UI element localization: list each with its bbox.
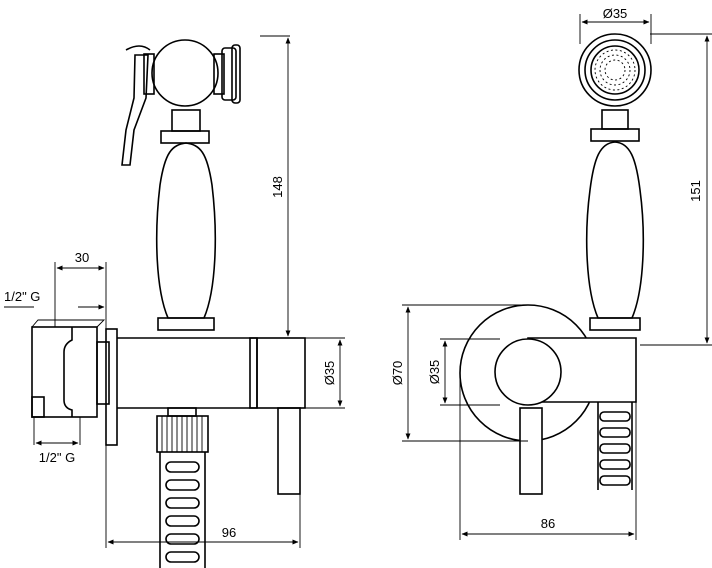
front-view: Ø35 151 Ø70 Ø35 86 [390,6,712,540]
dim-front-height: 151 [688,180,703,202]
hose-nut [156,407,209,453]
front-hand-shower [578,33,652,331]
front-lever [519,407,543,495]
front-center-cap [494,338,562,406]
side-view: 148 30 1/2" G 1/2" G Ø35 96 [4,35,345,568]
dim-side-depth: 30 [75,250,89,265]
hand-shower [121,39,241,331]
dim-front-plate-dia: Ø70 [390,361,405,386]
dim-front-head-dia: Ø35 [603,6,628,21]
dim-side-length: 96 [222,525,236,540]
front-hose [597,402,633,490]
dim-side-thread-top: 1/2" G [4,289,40,304]
wall-flange [105,328,118,446]
valve-body [96,337,306,409]
side-dimensions [4,35,345,548]
dim-side-thread-bottom: 1/2" G [39,450,75,465]
lever-handle [277,407,301,495]
dim-front-width: 86 [541,516,555,531]
wall-inlet [31,319,106,418]
front-dimensions [402,14,712,540]
dim-front-body-dia: Ø35 [427,360,442,385]
dim-side-body-dia: Ø35 [322,361,337,386]
dim-side-height: 148 [270,176,285,198]
hose [159,452,206,568]
